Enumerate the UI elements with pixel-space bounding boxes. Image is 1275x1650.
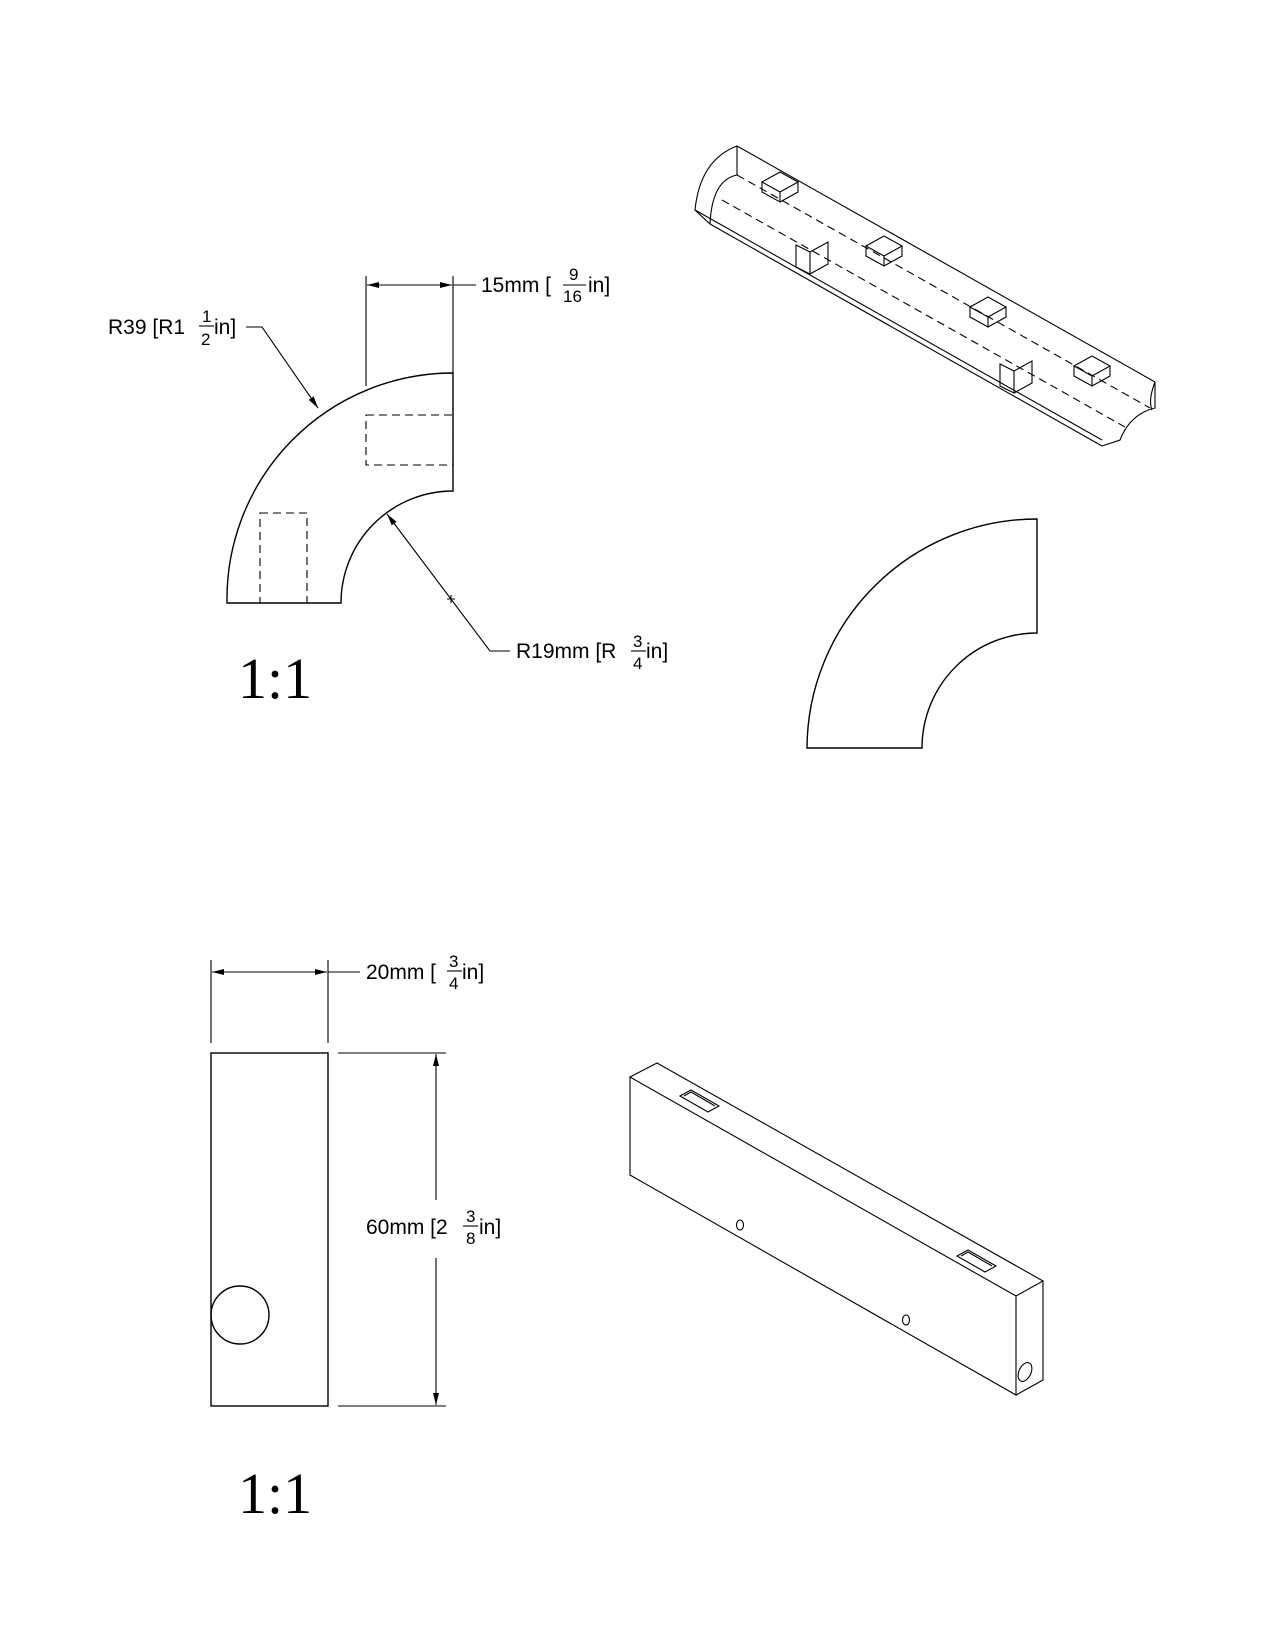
block-height-frac-num: 3 — [466, 1207, 475, 1226]
width-dimension: 15mm [ 9 16 in] — [365, 265, 610, 386]
block-front-view: 20mm [ 3 4 in] 60mm [2 3 8 in] 1:1 — [210, 952, 501, 1526]
block-hole — [210, 1285, 270, 1345]
block-width-frac-den: 4 — [449, 974, 458, 993]
outer-radius-frac-num: 1 — [202, 307, 211, 326]
iso-slot-top-2 — [955, 1249, 998, 1273]
outer-radius-frac-den: 2 — [201, 330, 210, 349]
block-width-unit: in] — [462, 961, 484, 984]
iso-hole-1 — [735, 1219, 745, 1231]
iso-hole-2 — [901, 1314, 911, 1326]
iso-slot — [760, 171, 1112, 394]
outer-radius-callout: R39 [R1 1 2 in] — [108, 307, 319, 409]
inner-radius-frac-num: 3 — [633, 632, 642, 651]
inner-radius-value: R19mm [R — [516, 640, 616, 663]
block-outline — [210, 1052, 329, 1407]
outer-radius-value: R39 [R1 — [108, 316, 185, 339]
iso-slot-top-1 — [678, 1089, 721, 1113]
curved-part-front-view: 15mm [ 9 16 in] R39 [R1 1 2 in] R19mm [R… — [108, 265, 668, 711]
curved-part-isometric-view — [694, 145, 1156, 447]
block-height-frac-den: 8 — [466, 1229, 475, 1248]
curved-part-outline — [226, 372, 454, 604]
scale-label-top: 1:1 — [238, 646, 312, 711]
hidden-slot-upper — [365, 414, 454, 466]
iso-end-hole — [1017, 1362, 1033, 1382]
hidden-slot-lower — [259, 512, 308, 604]
block-width-dimension: 20mm [ 3 4 in] — [210, 952, 484, 1043]
scale-label-bottom: 1:1 — [238, 1461, 312, 1526]
block-width-value: 20mm [ — [366, 961, 436, 984]
block-width-frac-num: 3 — [449, 952, 458, 971]
inner-radius-frac-den: 4 — [633, 654, 642, 673]
inner-radius-unit: in] — [646, 640, 668, 663]
block-height-unit: in] — [479, 1216, 501, 1239]
width-dimension-frac-num: 9 — [569, 265, 578, 284]
inner-radius-callout: R19mm [R 3 4 in] — [386, 513, 668, 673]
outer-radius-unit: in] — [214, 316, 236, 339]
block-height-dimension: 60mm [2 3 8 in] — [338, 1052, 501, 1407]
curved-part-profile-view — [806, 518, 1038, 749]
block-height-value: 60mm [2 — [366, 1216, 448, 1239]
block-isometric-view — [628, 1062, 1045, 1396]
width-dimension-unit: in] — [588, 274, 610, 297]
width-dimension-value: 15mm [ — [481, 274, 551, 297]
width-dimension-frac-den: 16 — [563, 287, 582, 306]
